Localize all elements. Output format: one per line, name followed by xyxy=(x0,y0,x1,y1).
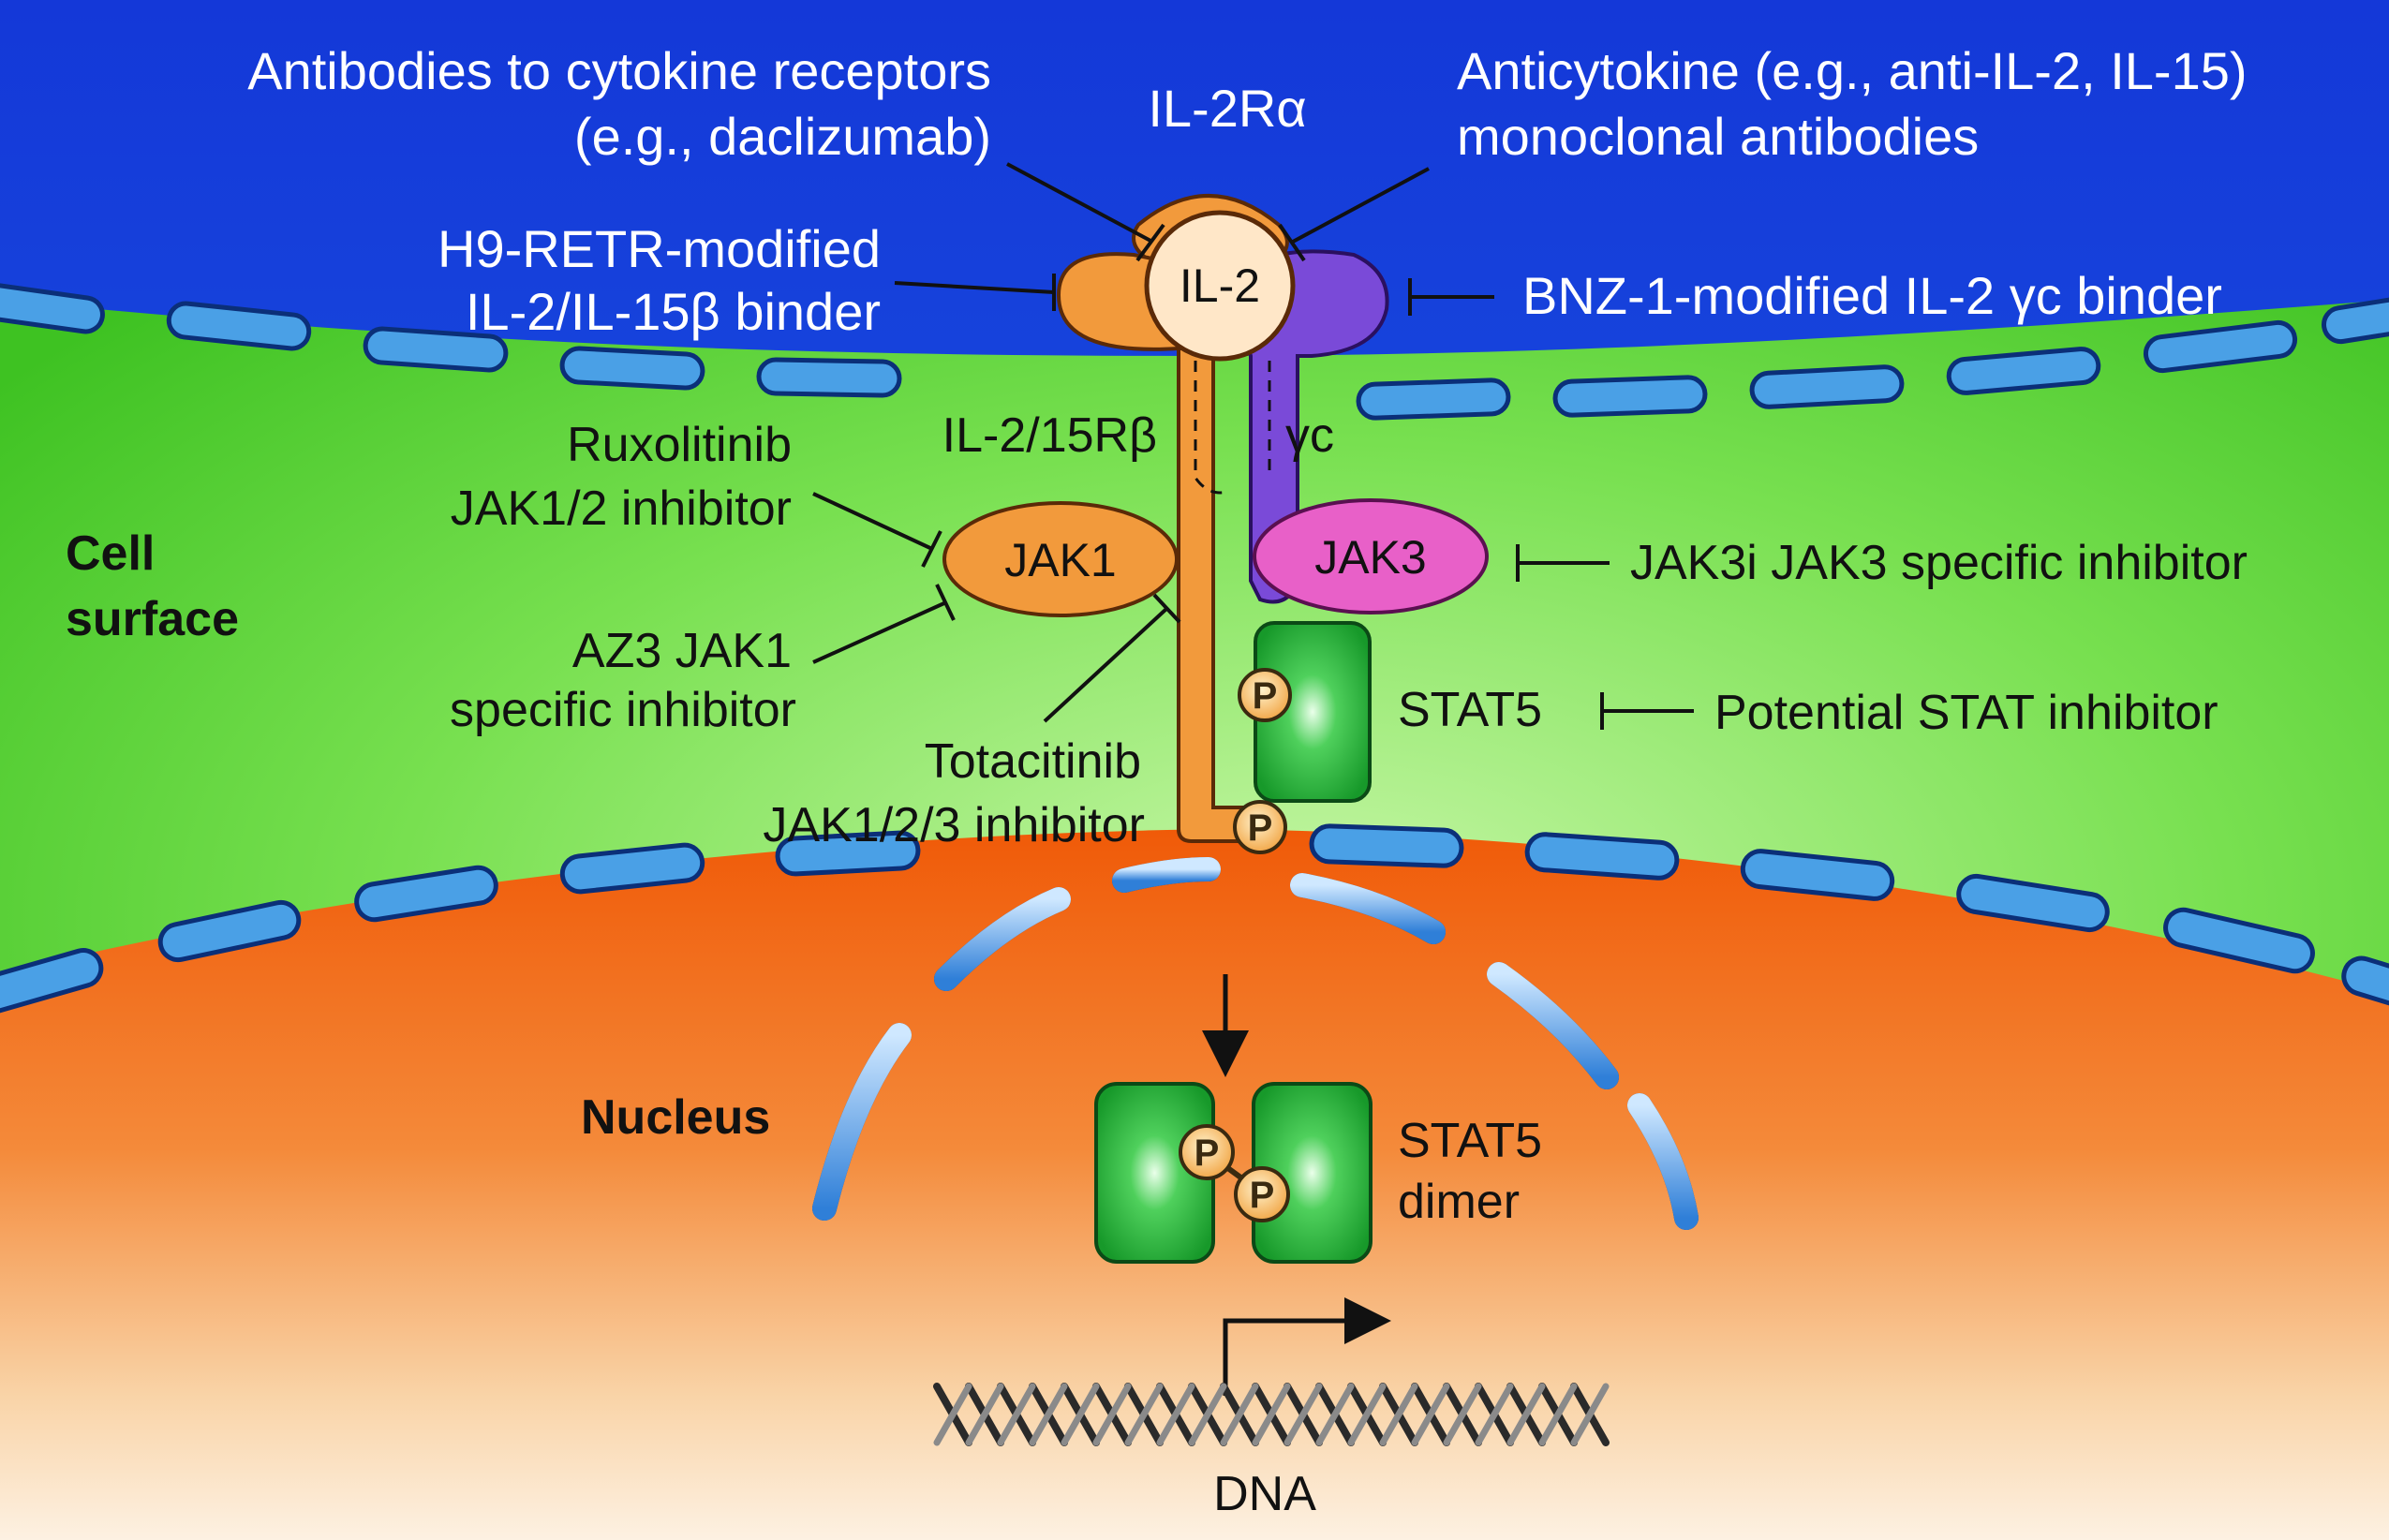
label-h9-2: IL-2/IL-15β binder xyxy=(466,282,881,341)
label-az3-1: AZ3 JAK1 xyxy=(572,624,792,678)
jak1-kinase xyxy=(942,501,1179,617)
jak3-kinase xyxy=(1253,498,1489,615)
label-cell-surface-1: Cell xyxy=(66,526,155,581)
label-ruxolitinib-2: JAK1/2 inhibitor xyxy=(451,481,792,536)
label-gamma-c: γc xyxy=(1285,408,1334,463)
phosphate-label: P xyxy=(1250,1175,1275,1216)
label-az3-2: specific inhibitor xyxy=(450,683,796,737)
il2-ligand xyxy=(1144,210,1296,362)
stat5-label: STAT5 xyxy=(1398,683,1542,737)
label-anticytokine-1: Anticytokine (e.g., anti-IL-2, IL-15) xyxy=(1457,41,2248,100)
phosphate-label: P xyxy=(1253,675,1278,717)
label-ruxolitinib-1: Ruxolitinib xyxy=(567,418,792,472)
plasma-membrane-top xyxy=(0,280,2389,421)
dna-label: DNA xyxy=(1213,1467,1316,1521)
label-anticytokine-2: monoclonal antibodies xyxy=(1457,107,1979,166)
nuclear-envelope xyxy=(812,857,1699,1230)
label-il2-15rb: IL-2/15Rβ xyxy=(942,408,1157,463)
label-nucleus: Nucleus xyxy=(581,1090,770,1145)
label-jak3i: JAK3i JAK3 specific inhibitor xyxy=(1630,536,2248,590)
stat5-dimer-label-1: STAT5 xyxy=(1398,1114,1542,1168)
transcription-arrow xyxy=(1223,1297,1391,1396)
jak1-label: JAK1 xyxy=(1004,534,1117,586)
label-antibodies-receptors-1: Antibodies to cytokine receptors xyxy=(247,41,991,100)
phosphate-dimer-right: P xyxy=(1234,1166,1290,1222)
inhibition-lines xyxy=(812,162,1694,730)
jak3-label: JAK3 xyxy=(1314,531,1427,584)
plasma-membrane-bottom xyxy=(0,823,2389,1019)
il2-label: IL-2 xyxy=(1180,259,1260,312)
label-antibodies-receptors-2: (e.g., daclizumab) xyxy=(574,107,991,166)
label-tofacitinib-2: JAK1/2/3 inhibitor xyxy=(763,798,1145,852)
label-h9-1: H9-RETR-modified xyxy=(438,219,881,278)
label-bnz1: BNZ-1-modified IL-2 γc binder xyxy=(1522,266,2222,325)
label-cell-surface-2: surface xyxy=(66,592,239,646)
phosphate-stat5: P xyxy=(1238,668,1292,722)
dna-helix xyxy=(933,1383,1610,1446)
phosphate-label: P xyxy=(1248,807,1273,849)
phosphate-receptor: P xyxy=(1233,800,1287,854)
phosphate-dimer-left: P xyxy=(1179,1124,1235,1180)
phosphate-label: P xyxy=(1194,1133,1220,1174)
label-tofacitinib-1: Totacitinib xyxy=(925,734,1141,789)
stat5-dimer-label-2: dimer xyxy=(1398,1175,1520,1229)
label-il2ra: IL-2Rα xyxy=(1148,79,1306,138)
label-stat-inhibitor: Potential STAT inhibitor xyxy=(1714,686,2218,740)
